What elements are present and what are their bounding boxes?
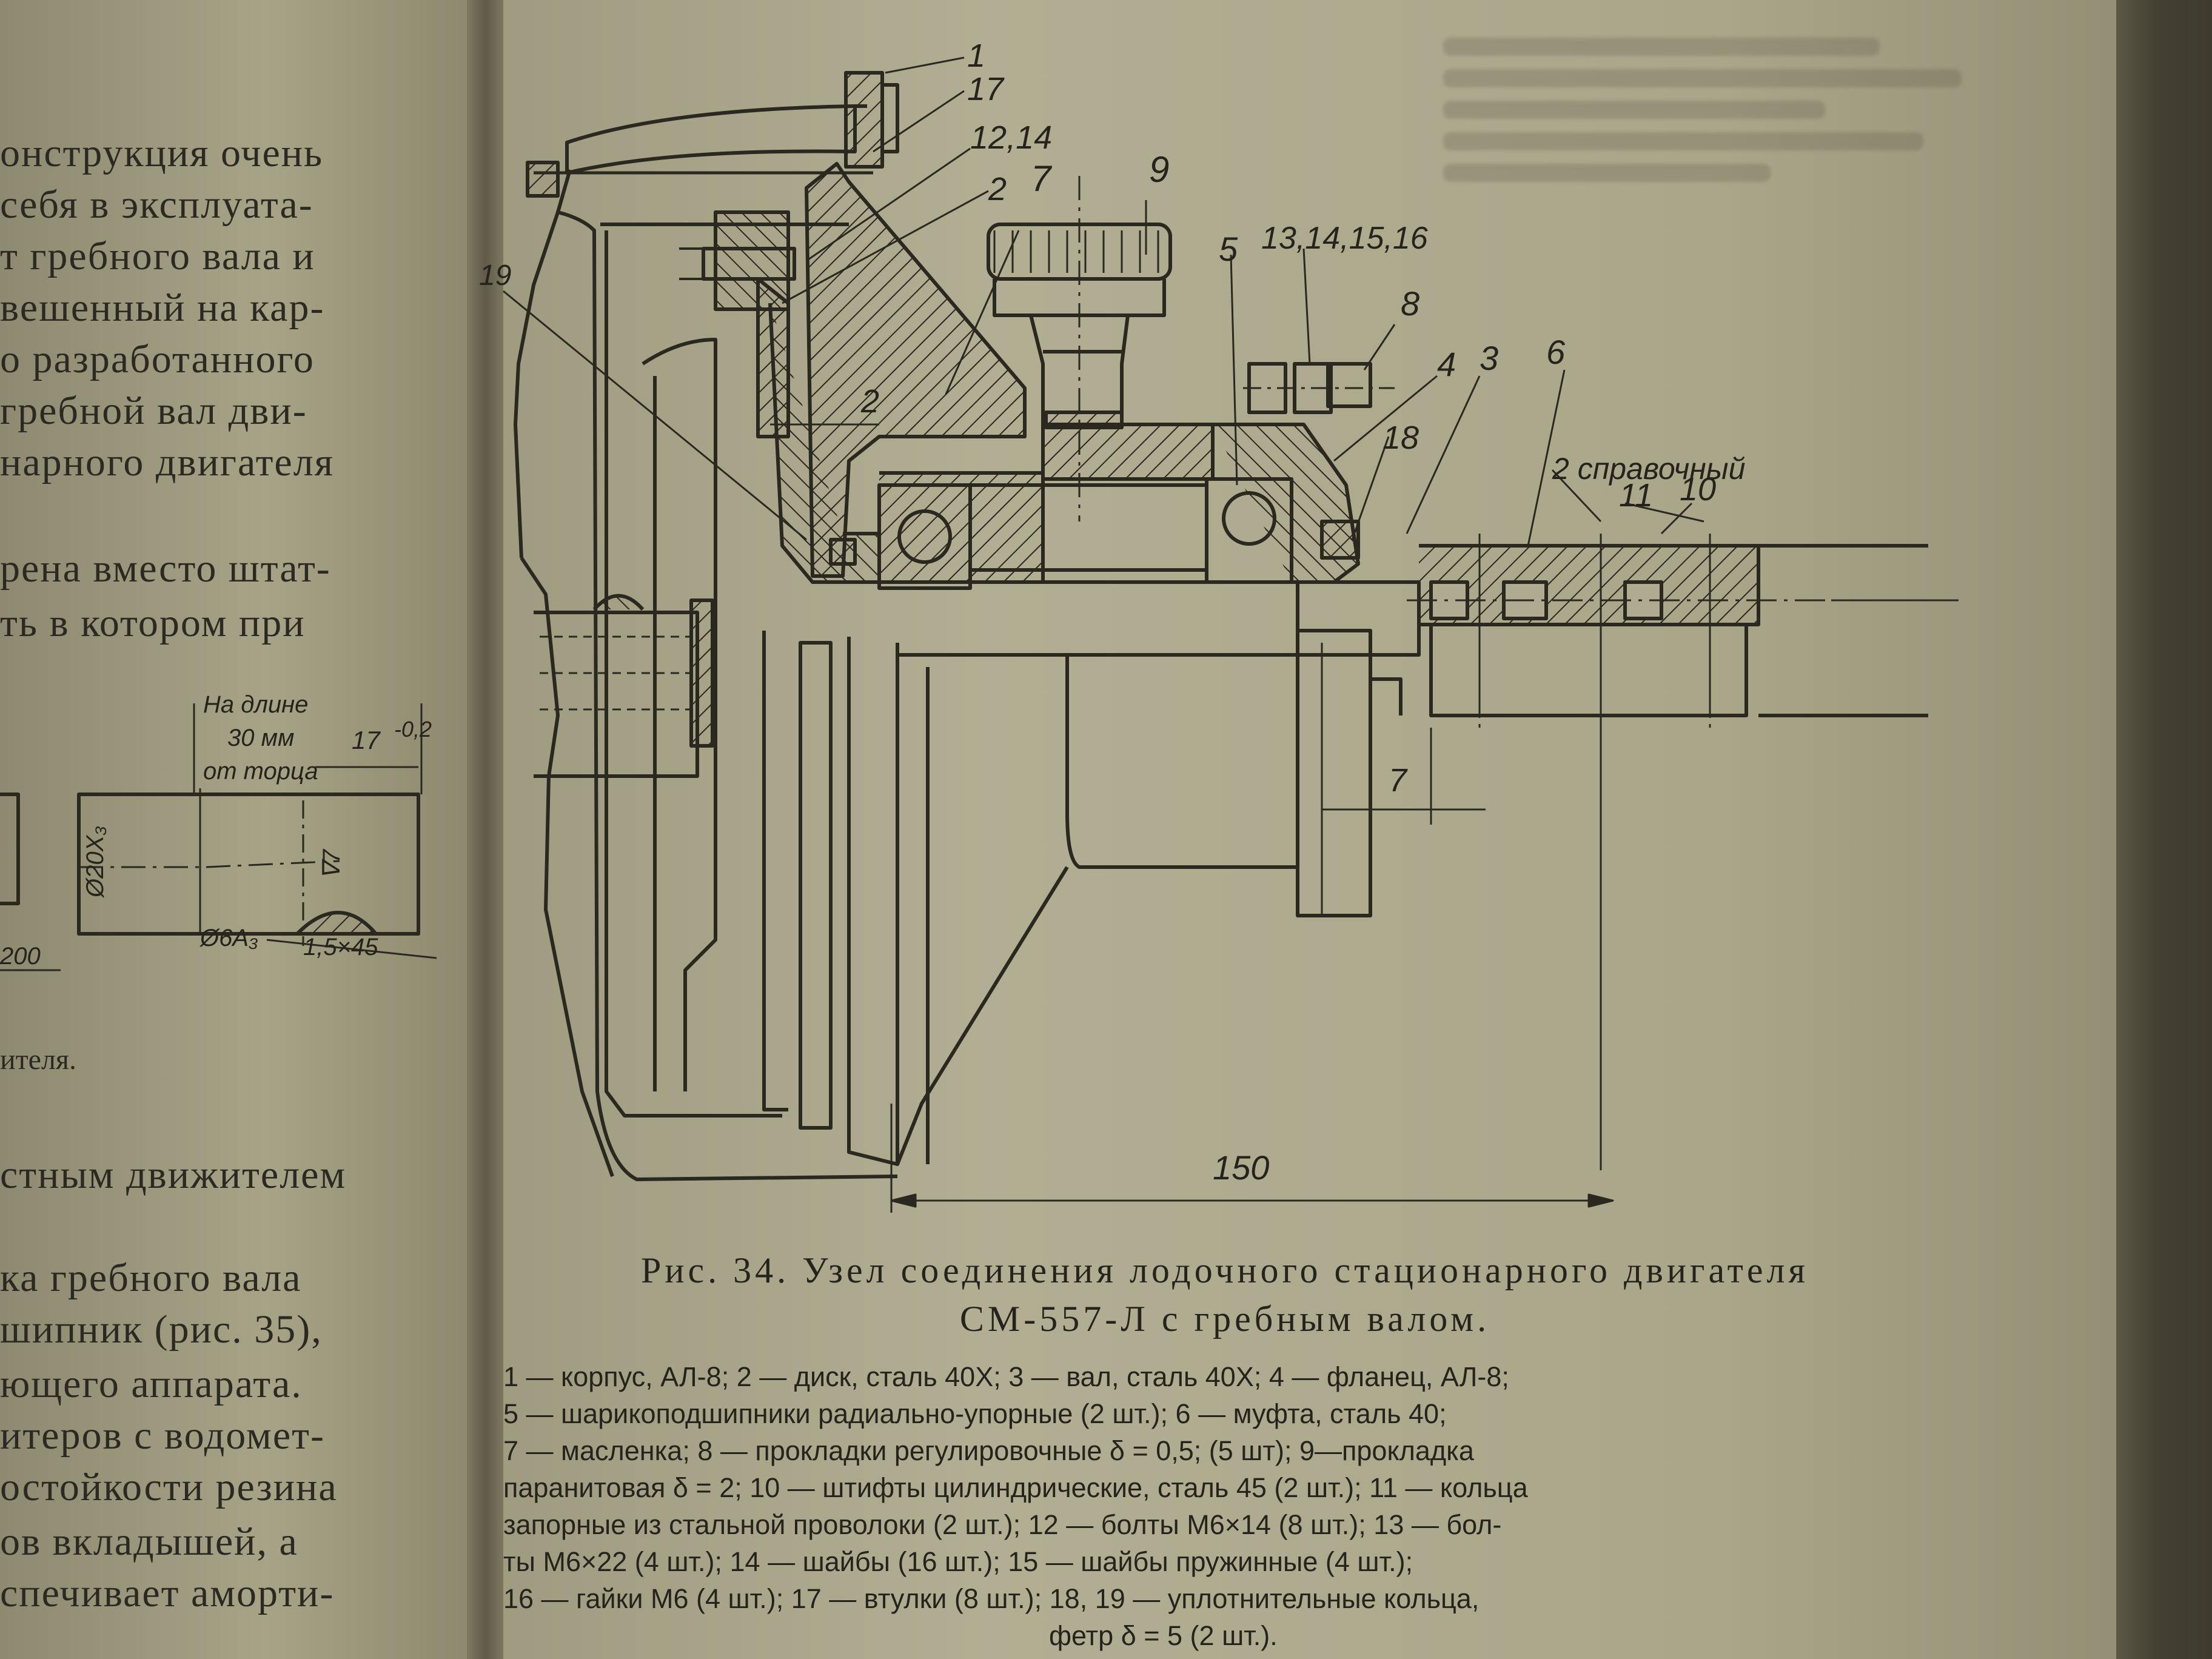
oiler-part-7 [987, 176, 1172, 521]
callout-18: 18 [1382, 420, 1419, 456]
legend-line: запорные из стальной проволоки (2 шт.); … [503, 1509, 1502, 1540]
coupling-and-prop-shaft [1296, 534, 1959, 917]
callout-2: 2 [988, 171, 1007, 207]
left-line: онструкция очень [0, 131, 324, 175]
callout-8: 8 [1401, 284, 1419, 323]
shaft-dim-total: 200 [0, 943, 41, 970]
legend-line: фетр δ = 5 (2 шт.). [1049, 1620, 1278, 1651]
dimension-lines [770, 423, 1614, 1213]
shaft-dim-slot: ∇7 [318, 848, 345, 879]
caption-line-2: СМ-557-Л с гребным валом. [959, 1299, 1490, 1339]
callout-17: 17 [967, 71, 1005, 107]
bleed-through-text [1443, 24, 1989, 230]
left-line: вешенный на кар- [0, 286, 325, 330]
dimension-gap-2: 2 [860, 383, 879, 420]
callout-9: 9 [1149, 149, 1169, 190]
book-gutter [467, 0, 503, 1659]
callout-labels: 1 17 12,14 2 7 9 5 13,14,15,16 8 4 3 6 1… [0, 38, 1745, 1187]
dimension-7: 7 [1389, 762, 1408, 799]
shaft-note-3: от торца [203, 758, 318, 785]
callout-7: 7 [1031, 158, 1053, 199]
callout-4: 4 [1437, 345, 1456, 383]
left-page [0, 0, 485, 1659]
left-line: ка гребного вала [0, 1256, 302, 1300]
legend-line: 1 — корпус, АЛ-8; 2 — диск, сталь 40Х; 3… [503, 1361, 1509, 1392]
housing-body [520, 210, 1299, 1181]
left-line: спечивает аморти- [0, 1571, 335, 1615]
shaft-detail-view [0, 703, 437, 971]
left-line: остойкости резина [0, 1465, 338, 1509]
callout-5: 5 [1219, 230, 1238, 268]
left-line: ющего аппарата. [0, 1362, 303, 1406]
left-line: т гребного вала и [0, 234, 315, 278]
legend-line: паранитовая δ = 2; 10 — штифты цилиндрич… [503, 1472, 1528, 1503]
figure-caption: Рис. 34. Узел соединения лодочного стаци… [497, 1246, 1952, 1343]
legend-line: ты М6×22 (4 шт.); 14 — шайбы (16 шт.); 1… [503, 1546, 1413, 1577]
shaft-note-1: На длине [203, 691, 308, 718]
left-line: ов вкладышей, а [0, 1520, 298, 1564]
legend-line: 7 — масленка; 8 — прокладки регулировочн… [503, 1435, 1474, 1466]
left-line: нарного двигателя [0, 440, 335, 484]
callout-19: 19 [479, 260, 511, 292]
parts-legend: 1 — корпус, АЛ-8; 2 — диск, сталь 40Х; 3… [503, 1358, 1959, 1654]
shaft-dim-tolerance: -0,2 [394, 717, 432, 742]
left-line: себя в эксплуата- [0, 183, 313, 227]
shaft-dim-diameter: Ø20X₃ [82, 826, 109, 899]
page-edge-shadow [2116, 0, 2212, 1659]
shaft-dim-length: 17 [352, 726, 381, 754]
callout-6: 6 [1546, 333, 1566, 371]
callout-13-16: 13,14,15,16 [1261, 221, 1428, 256]
dimension-ref-2: 2 справочный [1552, 452, 1745, 486]
leader-lines [503, 56, 1704, 546]
callout-12-14: 12,14 [970, 119, 1052, 156]
left-line: рена вместо штат- [0, 546, 331, 591]
caption-line-1: Рис. 34. Узел соединения лодочного стаци… [640, 1250, 1809, 1290]
callout-11: 11 [1619, 477, 1653, 514]
shaft-dim-chamfer: 1,5×45 [303, 934, 378, 960]
web-and-disk [679, 162, 1215, 584]
shaft-note-2: 30 мм [227, 725, 294, 751]
left-line: шипник (рис. 35), [0, 1307, 323, 1352]
legend-line: 16 — гайки М6 (4 шт.); 17 — втулки (8 шт… [503, 1583, 1480, 1614]
left-line: итеров с водомет- [0, 1413, 325, 1458]
cover-assembly [514, 71, 899, 558]
callout-1: 1 [967, 38, 985, 74]
left-line: гребной вал дви- [0, 389, 307, 433]
left-line: о разработанного [0, 337, 315, 381]
callout-3: 3 [1480, 339, 1498, 377]
legend-line: 5 — шарикоподшипники радиально-упорные (… [503, 1398, 1447, 1429]
dimension-150: 150 [1213, 1148, 1269, 1187]
callout-10: 10 [1680, 471, 1716, 508]
shaft-dim-hole: Ø6A₃ [199, 925, 258, 951]
left-line: ть в котором при [0, 601, 306, 645]
figure-label-fragment: ителя. [0, 1044, 76, 1076]
left-line: стным движителем [0, 1153, 347, 1197]
